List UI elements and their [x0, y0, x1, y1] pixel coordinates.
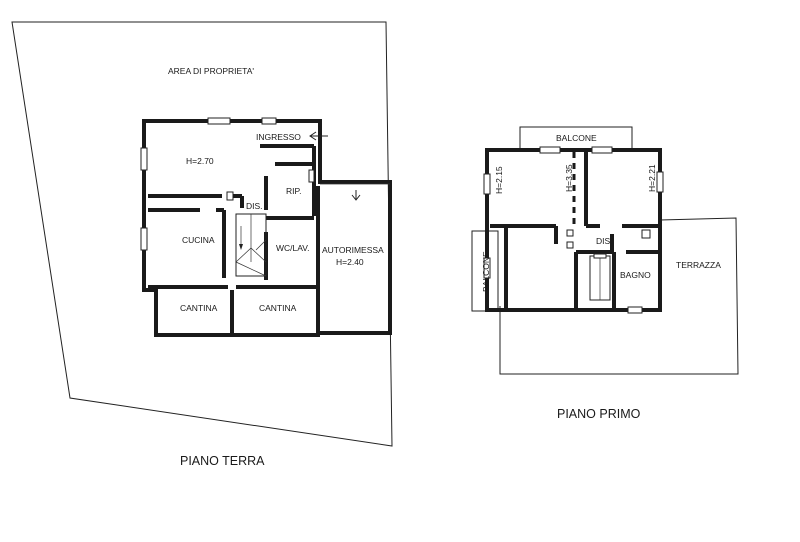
garage-arrow-icon	[351, 190, 361, 201]
window-mark	[207, 117, 231, 125]
first-floor-staircase	[589, 253, 611, 301]
height-garage-label: H=2.40	[336, 257, 364, 267]
window-mark	[591, 146, 613, 154]
column-mark	[566, 229, 574, 237]
height-2-label: H=3.35	[564, 164, 574, 192]
cucina-label: CUCINA	[182, 235, 215, 245]
window-mark	[261, 117, 277, 125]
terrazza-label: TERRAZZA	[676, 260, 721, 270]
terrace-outline	[499, 217, 739, 375]
first-floor-plan: BALCONE H=2.15 H=3.35 H=2.21 DIS. BAGNO …	[471, 126, 739, 421]
cantina-1-label: CANTINA	[180, 303, 218, 313]
first-floor-disimpegno-label: DIS.	[596, 236, 613, 246]
window-mark	[140, 147, 148, 171]
ground-floor-title: PIANO TERRA	[180, 454, 265, 468]
left-balcony-label: BALCONE	[481, 251, 491, 292]
window-mark	[483, 257, 491, 279]
door-mark	[308, 169, 315, 183]
cantina-2-label: CANTINA	[259, 303, 297, 313]
ripostiglio-label: RIP.	[286, 186, 301, 196]
top-balcony-label: BALCONE	[556, 133, 597, 143]
column-mark	[641, 229, 651, 239]
ingresso-label: INGRESSO	[256, 132, 301, 142]
bagno-label: BAGNO	[620, 270, 651, 280]
wc-label: WC/LAV.	[276, 243, 310, 253]
first-floor-interior-walls	[490, 152, 658, 308]
ground-floor-plan: AREA DI PROPRIETA' INGRESSO H=2.70 RIP. …	[11, 21, 393, 468]
entrance-arrow-icon	[309, 131, 328, 141]
window-mark	[483, 173, 491, 195]
property-boundary	[11, 21, 393, 447]
height-1-label: H=2.15	[494, 166, 504, 194]
autorimessa-label: AUTORIMESSA	[322, 245, 384, 255]
first-floor-title: PIANO PRIMO	[557, 407, 641, 421]
height-main-label: H=2.70	[186, 156, 214, 166]
window-mark	[656, 171, 664, 193]
window-mark	[627, 306, 643, 314]
column-mark	[566, 241, 574, 249]
window-mark	[539, 146, 561, 154]
column-mark	[226, 191, 234, 201]
area-label: AREA DI PROPRIETA'	[168, 66, 254, 76]
window-mark	[140, 227, 148, 251]
ground-floor-staircase	[235, 213, 267, 277]
height-3-label: H=2.21	[647, 164, 657, 192]
disimpegno-label: DIS.	[246, 201, 263, 211]
